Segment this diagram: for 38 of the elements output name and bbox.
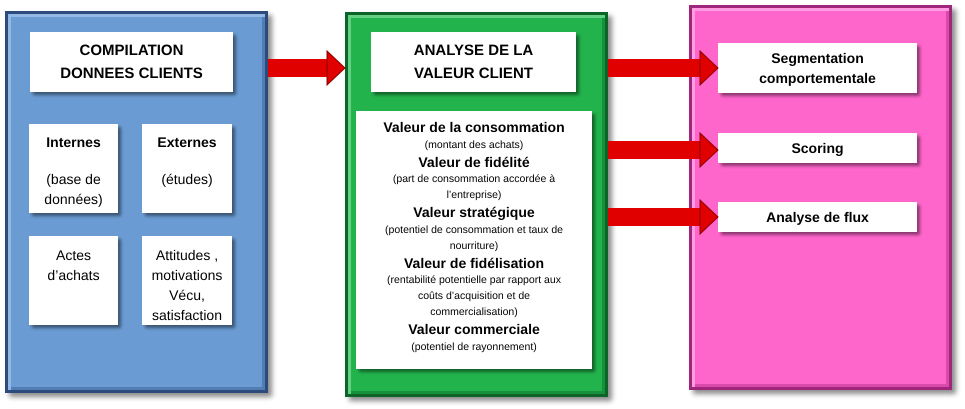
title-box xyxy=(371,32,576,92)
method-text: Analyse de flux xyxy=(766,208,869,227)
value-description: (potentiel de consommation et taux de nourriture) xyxy=(384,222,564,254)
block-arrow xyxy=(608,200,718,234)
title-text: ANALYSE DE LA VALEUR CLIENT xyxy=(412,41,534,84)
block-arrow xyxy=(268,50,346,86)
block-arrow xyxy=(608,132,718,168)
card-heading: Internes xyxy=(46,133,101,152)
value-description: (rentabilité potentielle par rapport aux coûts d’acquisition et de commercialisation) xyxy=(386,273,562,320)
category-card xyxy=(29,124,118,213)
value-heading: Valeur commerciale xyxy=(408,320,540,338)
card-text: Actes d’achats xyxy=(46,246,101,285)
value-heading: Valeur stratégique xyxy=(413,203,535,222)
method-box xyxy=(718,43,917,93)
method-box xyxy=(718,202,917,232)
value-heading: Valeur de fidélité xyxy=(418,152,530,171)
category-card xyxy=(142,236,232,325)
column-panel xyxy=(345,12,608,397)
method-text: Segmentation comportementale xyxy=(758,49,877,88)
value-description: (potentiel de rayonnement) xyxy=(411,340,537,354)
card-heading: Externes xyxy=(157,133,217,152)
title-text: COMPILATION DONNEES CLIENTS xyxy=(59,41,204,84)
title-box xyxy=(30,32,233,92)
value-description: (montant des achats) xyxy=(424,138,524,152)
card-text: (base de données) xyxy=(43,170,104,209)
column-panel xyxy=(5,11,268,393)
card-text: Attitudes , motivations Vécu, satisfaction xyxy=(150,246,224,325)
column-panel xyxy=(689,5,952,390)
card-text: (études) xyxy=(161,170,213,189)
method-text: Scoring xyxy=(791,139,844,158)
value-description: (part de consommation accordée à l’entreprise) xyxy=(392,172,556,203)
value-heading: Valeur de fidélisation xyxy=(404,254,544,272)
value-list-box xyxy=(356,111,592,369)
value-heading: Valeur de la consommation xyxy=(383,118,565,136)
category-card xyxy=(29,236,118,325)
method-box xyxy=(718,133,917,163)
category-card xyxy=(142,124,232,213)
block-arrow xyxy=(608,50,718,86)
